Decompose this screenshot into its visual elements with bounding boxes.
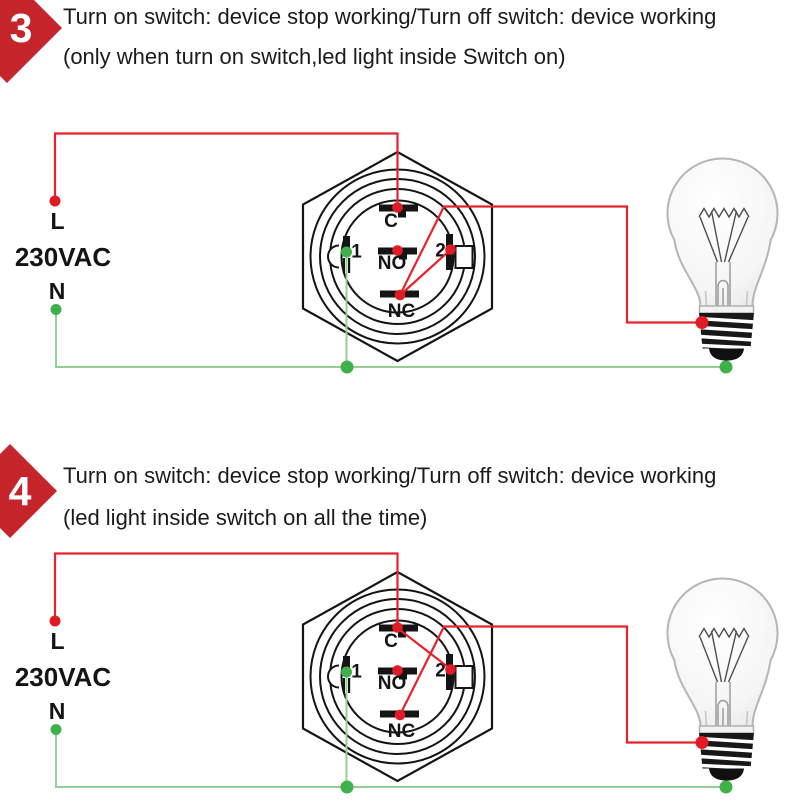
filament-support-outer-left <box>699 216 719 263</box>
light-bulb <box>666 157 779 361</box>
nc-to-bulb-wire <box>399 205 700 324</box>
thread-stripe-4 <box>700 343 753 350</box>
filament-support-inner-right <box>723 210 738 263</box>
neutral-terminal-dot <box>50 304 62 315</box>
key-tab <box>454 245 474 269</box>
base-bottom-contact <box>709 348 744 361</box>
live-wire-to-common <box>53 132 399 203</box>
live-terminal-dot <box>49 195 61 207</box>
filament-support-outer-right <box>727 216 749 263</box>
step-number: 3 <box>9 4 33 51</box>
terminal-no-dot <box>392 245 403 256</box>
terminal-nc-label: NC <box>388 301 416 322</box>
terminal-1-label: 1 <box>351 242 362 263</box>
step-number: 4 <box>8 467 32 514</box>
terminal-no-label: NO <box>378 253 407 274</box>
live-label: L <box>50 208 64 234</box>
thread-stripe-3 <box>699 334 754 342</box>
switch-terminals: C NO NC 1 2 <box>341 202 456 322</box>
terminal-c-tab <box>398 211 406 218</box>
wires <box>53 132 726 368</box>
panel-3-caption-line-1: Turn on switch: device stop working/Turn… <box>63 4 717 29</box>
terminal-2-label: 2 <box>435 241 446 262</box>
panel-3-caption-line-2: (only when turn on switch,led light insi… <box>63 44 566 69</box>
bulb-filament <box>698 207 750 306</box>
filament-zigzag <box>698 207 750 219</box>
bulb-neck-line-left <box>704 290 708 307</box>
thread-stripe-2 <box>698 325 755 333</box>
terminal-1-bar <box>343 236 350 251</box>
neutral-end-dot <box>719 360 733 374</box>
bulb-neck-line-right <box>745 290 749 307</box>
circuit-panel-4 <box>13 551 780 796</box>
terminal-no-tab <box>399 254 407 260</box>
glass-stem-arch <box>717 279 729 306</box>
neutral-wire <box>55 309 726 368</box>
bulb-glass <box>666 157 779 309</box>
neutral-label: N <box>49 278 66 304</box>
bulb-screw-base <box>697 305 756 361</box>
power-source: L 230VAC N <box>15 195 112 315</box>
terminal-1-dot <box>341 246 352 258</box>
panel-4-caption-line-1: Turn on switch: device stop working/Turn… <box>63 463 717 488</box>
terminal-c-dot <box>392 202 403 213</box>
bulb-live-connection-dot <box>695 316 709 329</box>
base-top-band <box>698 305 755 314</box>
filament-support-inner-left <box>710 210 723 263</box>
panel-4-caption-line-2: (led light inside switch on all the time… <box>63 505 428 530</box>
neutral-junction-dot <box>340 360 354 374</box>
circuit-panel-3: L 230VAC N C NO NC 1 2 <box>15 132 779 374</box>
panel-3-led-link-nc-to-pin2 <box>402 251 449 294</box>
voltage-label: 230VAC <box>15 242 112 272</box>
panel-4-led-link-c-to-pin2 <box>399 629 450 669</box>
terminal-1-pin-a <box>342 258 345 273</box>
anti-rotation-notch <box>327 244 340 269</box>
terminal-c-label: C <box>384 211 398 232</box>
terminal-nc-dot <box>394 289 406 301</box>
terminal-1-pin-b <box>348 258 351 273</box>
